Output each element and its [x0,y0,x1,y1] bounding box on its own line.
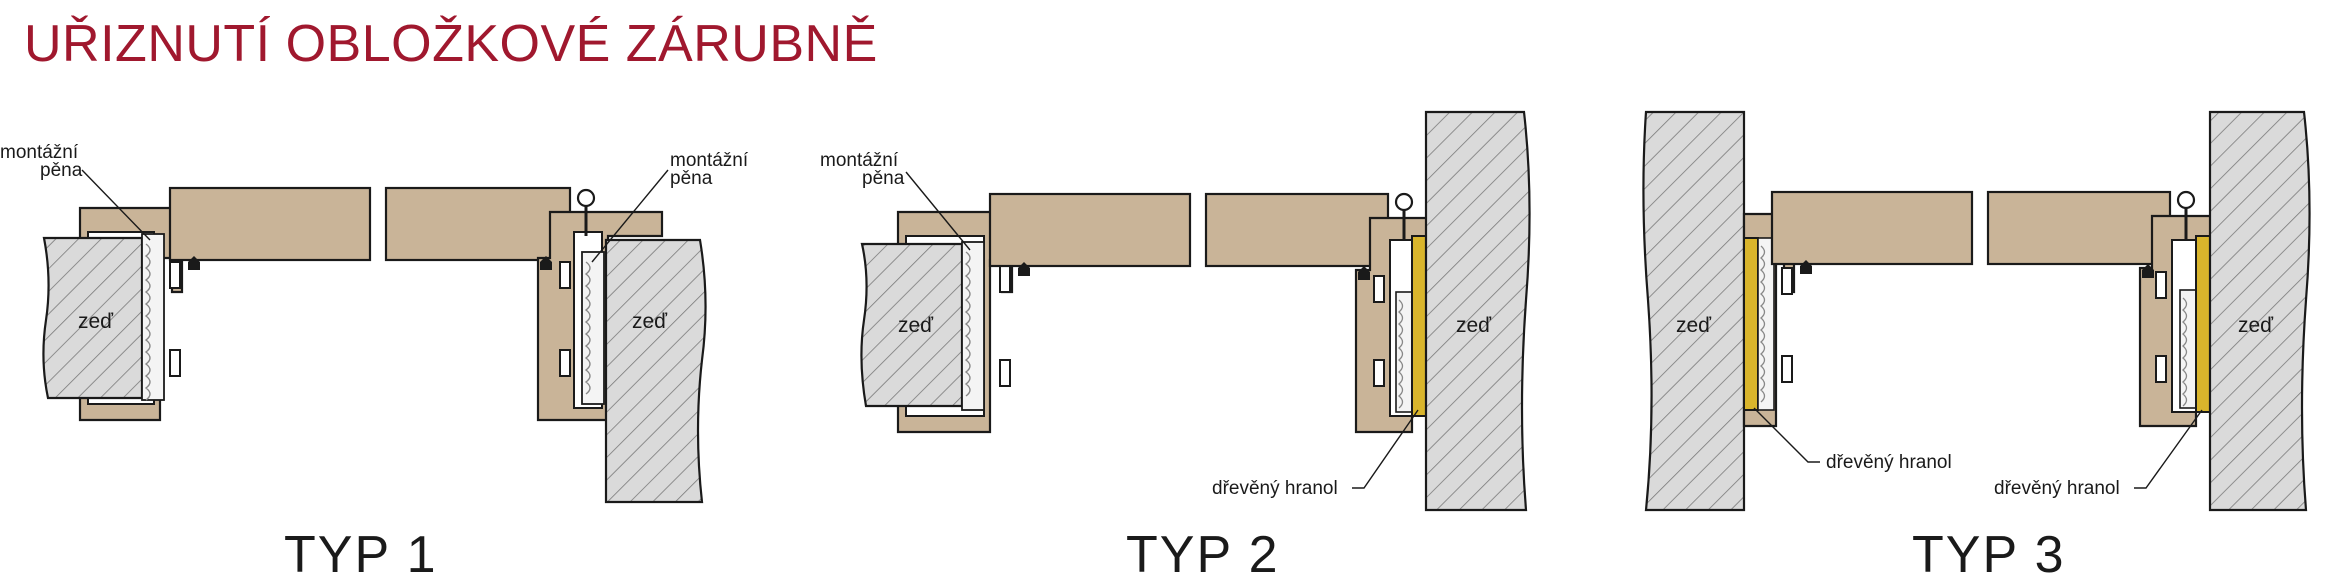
foam-texture [144,243,151,401]
leader-line [905,171,971,251]
frame-slot [1781,355,1793,383]
wall-right [2208,110,2311,512]
wall-label: zeď [1456,314,1492,337]
frame-slot [999,359,1011,387]
wood-block-label: dřevěný hranol [1826,452,1952,473]
frame-slot [1781,267,1793,295]
wall-label: zeď [2238,314,2274,337]
wall-left [42,236,144,400]
wood-block-label: dřevěný hranol [1994,478,2120,499]
type-2-diagram: montážní pěna zeď zeď dřevěný hranol TYP… [820,110,1531,584]
door-leaf-part [1986,190,2172,266]
foam-texture [584,261,591,395]
leader-line [1352,409,1419,489]
door-leaf-part [168,186,372,262]
foam-texture [2182,297,2188,407]
wood-block [1743,237,1759,411]
foam-right [1395,291,1413,413]
door-leaf-part [988,192,1192,268]
foam-label-line2: pěna [40,160,83,181]
frame-slot [2155,355,2167,383]
foam-label-line1: montážní [670,150,749,171]
foam-texture [1760,245,1766,403]
foam-left [961,241,985,411]
foam-left [141,233,165,401]
door-leaf-part [384,186,572,262]
hinge-icon [2176,190,2196,210]
foam-label-line1: montážní [0,142,79,163]
door-leaf-part [1204,192,1390,268]
wall-label: zeď [1676,314,1712,337]
type-1-diagram: montážní pěna montážní pěna zeď zeď TYP … [0,142,749,584]
frame-slot [1373,275,1385,303]
wood-block [1411,235,1427,417]
leader-line [2134,409,2203,489]
foam-texture [1398,299,1404,409]
hinge-icon [576,188,596,208]
gasket-icon [188,256,200,270]
wall-label: zeď [632,310,668,333]
frame-slot [169,261,181,289]
leader-line [591,169,669,263]
wall-left [1642,110,1746,512]
hinge-icon [1394,192,1414,212]
wall-label: zeď [898,314,934,337]
type-2-label: TYP 2 [1126,526,1280,584]
wall-left [860,242,964,408]
leader-line [81,169,151,241]
wall-right [1424,110,1531,512]
gasket-icon [1358,266,1370,280]
gasket-icon [1018,262,1030,276]
leader-line [1753,407,1820,463]
wall-right [604,238,707,504]
frame-slot [999,265,1011,293]
foam-label-line2: pěna [670,168,713,189]
frame-slot [559,261,571,289]
frame-slot [2155,271,2167,299]
type-3-diagram: zeď zeď dřevěný hranol dřevěný hranol TY… [1642,110,2311,584]
foam-right [2179,289,2197,409]
gasket-icon [1800,260,1812,274]
frame-slot [1373,359,1385,387]
foam-label-line1: montážní [820,150,899,171]
page-title: UŘIZNUTÍ OBLOŽKOVÉ ZÁRUBNĚ [24,15,878,73]
wall-label: zeď [78,310,114,333]
foam-label-line2: pěna [862,168,905,189]
wood-block-label: dřevěný hranol [1212,478,1338,499]
frame-slot [169,349,181,377]
wood-block [2195,235,2211,413]
door-leaf-part [1770,190,1974,266]
type-1-label: TYP 1 [284,526,438,584]
gasket-icon [2142,264,2154,278]
foam-right [581,251,605,405]
gasket-icon [540,256,552,270]
frame-slot [559,349,571,377]
type-3-label: TYP 3 [1912,526,2066,584]
foam-texture [964,251,971,397]
